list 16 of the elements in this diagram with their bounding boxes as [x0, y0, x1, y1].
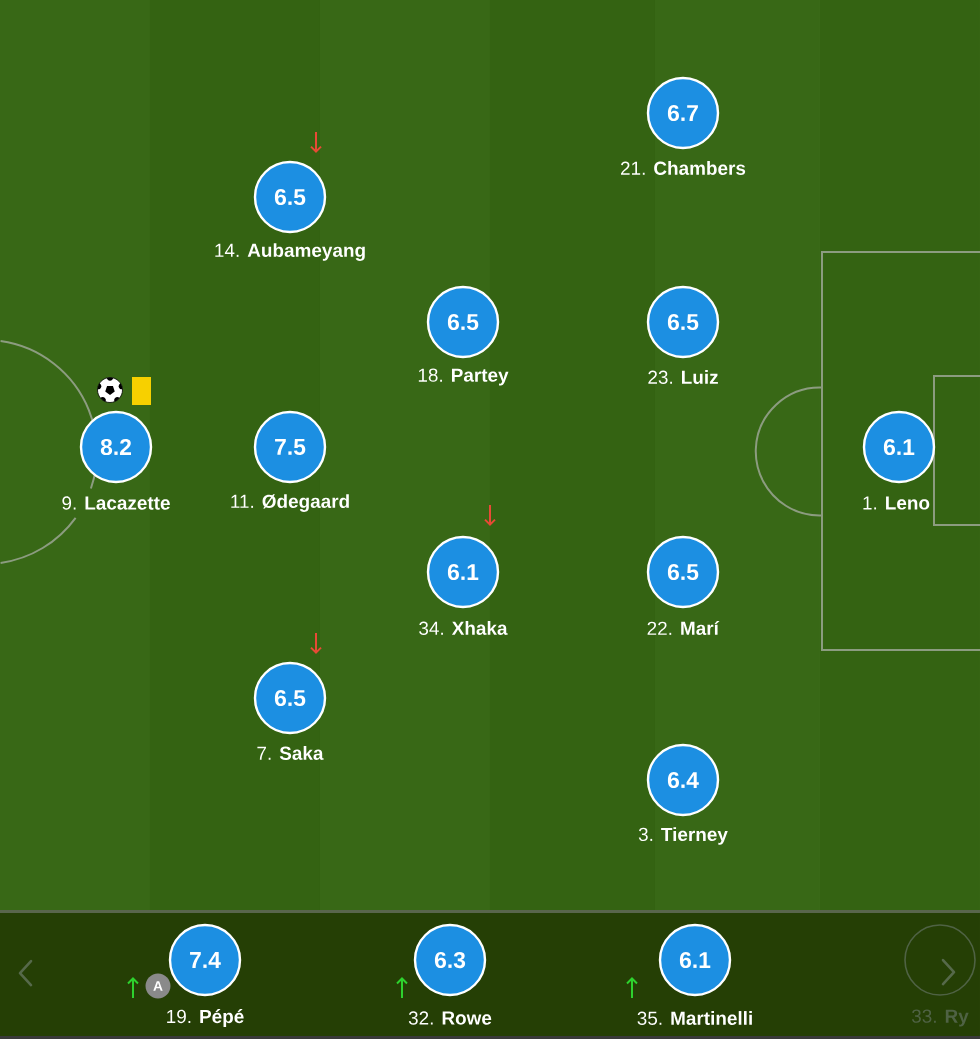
player-name: 21. Chambers	[621, 161, 746, 175]
player-name: 1. Leno	[863, 496, 930, 510]
player-name: 23. Luiz	[648, 370, 718, 384]
player-name: 18. Partey	[418, 368, 509, 386]
player-name: 35. Martinelli	[637, 1011, 752, 1025]
player-name: 11. Ødegaard	[231, 494, 349, 512]
player-name: 32. Rowe	[408, 1011, 492, 1025]
player-name: 7. Saka	[257, 746, 324, 760]
player-name: 22. Marí	[647, 621, 720, 636]
player-name: 3. Tierney	[638, 827, 728, 845]
player-name: 33. Ry	[911, 1009, 969, 1027]
player-name: 34. Xhaka	[419, 621, 508, 635]
player-name: 19. Pépé	[167, 1009, 244, 1027]
player-name: 14. Aubameyang	[215, 243, 365, 261]
assist-badge: A	[145, 973, 171, 999]
player-name: 9. Lacazette	[62, 496, 170, 510]
